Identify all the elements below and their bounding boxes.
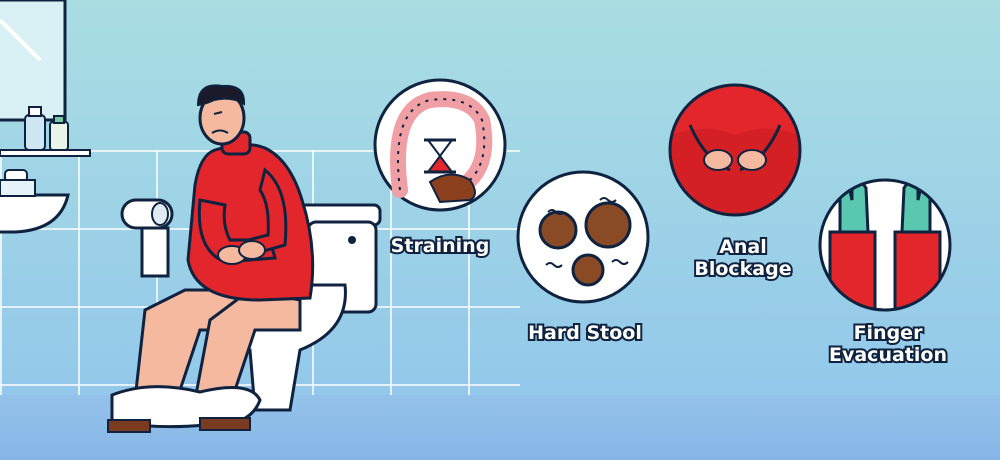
shelf-bottles xyxy=(0,106,91,157)
colon-circle xyxy=(373,78,507,212)
toilet-paper xyxy=(120,198,174,278)
mirror xyxy=(0,0,67,122)
man-figure xyxy=(107,84,315,433)
finger-evacuation-circle xyxy=(818,178,952,312)
label-hard-stool: Hard Stool xyxy=(526,320,644,346)
label-straining: Straining xyxy=(389,233,492,259)
hourglass-icon xyxy=(424,138,456,174)
toilet xyxy=(213,203,382,412)
anal-blockage-circle xyxy=(668,83,802,217)
hard-stool-circle xyxy=(516,170,650,304)
label-anal-blockage: Anal Blockage xyxy=(692,234,793,282)
label-finger-evacuation: Finger Evacuation xyxy=(827,320,949,368)
sink xyxy=(0,169,70,234)
